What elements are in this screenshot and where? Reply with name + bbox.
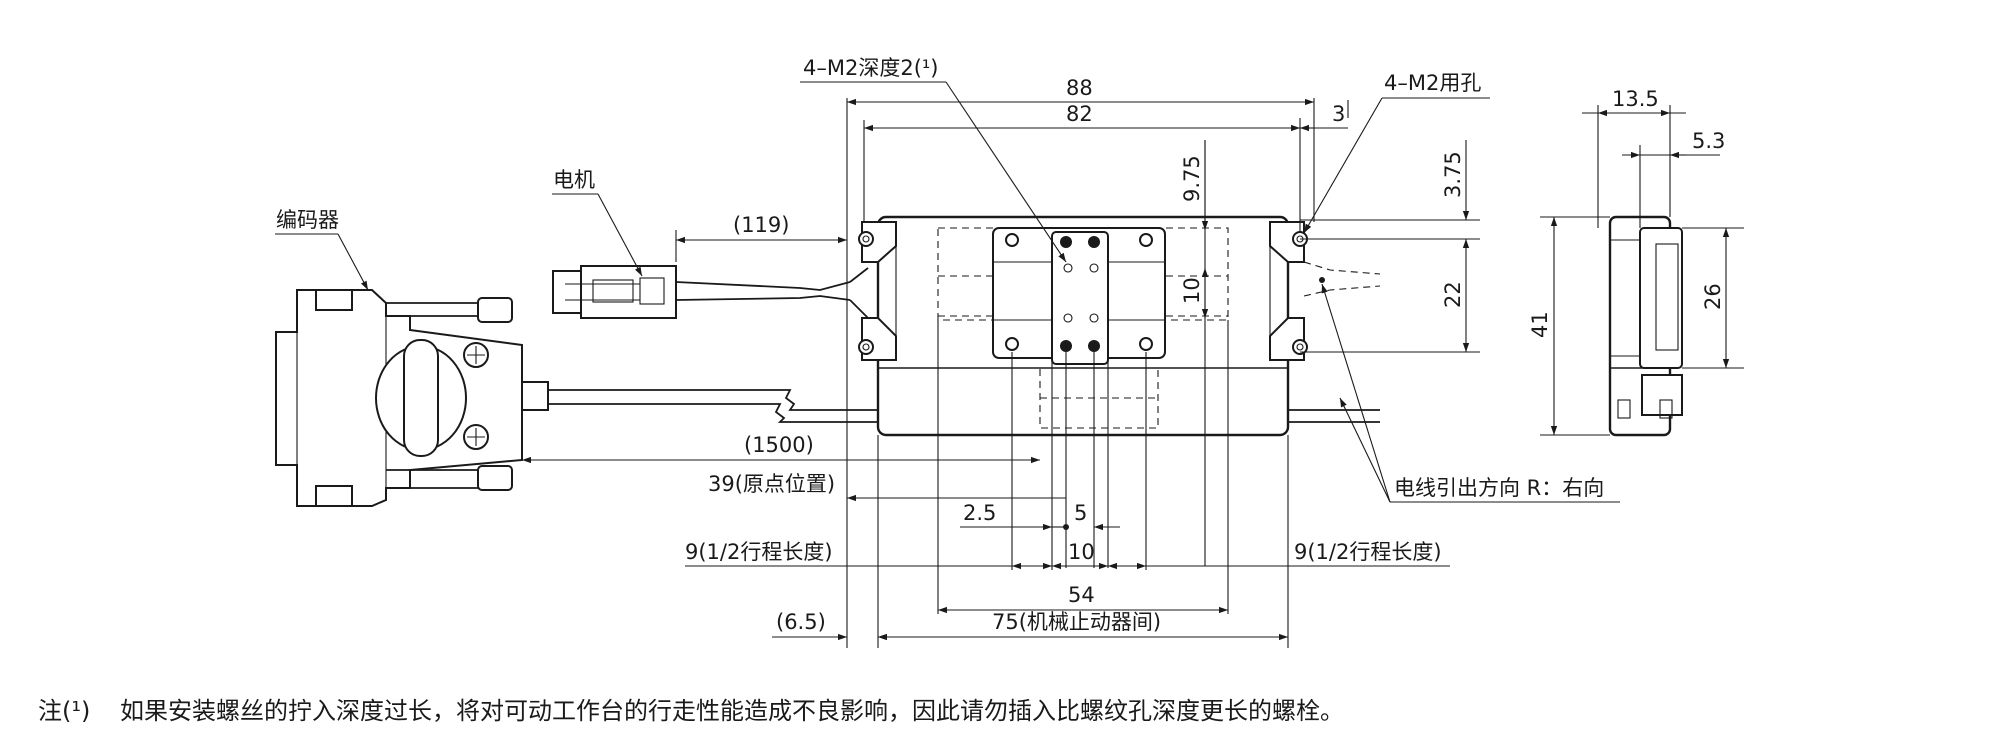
stage-right-cable [1303, 261, 1381, 297]
footnote: 注(¹) 如果安装螺丝的拧入深度过长，将对可动工作台的行走性能造成不良影响，因此… [38, 697, 1344, 725]
tapped-holes-label: 4–M2深度2(¹) [803, 56, 939, 80]
dim-length-88: 88 [1066, 76, 1093, 100]
dim-cable-encoder: (1500) [744, 433, 814, 457]
dim-half-stroke-left: 9(1/2行程长度) [685, 540, 833, 564]
motor-label: 电机 [553, 168, 595, 192]
dim-side-13-5: 13.5 [1612, 87, 1659, 111]
motor-connector [552, 265, 677, 319]
dimension-lines [522, 98, 1730, 641]
encoder-label: 编码器 [276, 208, 339, 232]
dim-offset-2-5: 2.5 [963, 501, 996, 525]
dim-origin-39: 39(原点位置) [708, 472, 835, 496]
dimension-labels: (119) (1500) 88 82 3 9.75 10 3.75 22 41 … [685, 76, 1725, 634]
dim-offset-5: 5 [1074, 501, 1087, 525]
dim-offset-6-5: (6.5) [776, 610, 826, 634]
dim-edge-3-75: 3.75 [1441, 151, 1465, 198]
dim-stopper-75: 75(机械止动器间) [992, 610, 1161, 634]
footnote-text: 如果安装螺丝的拧入深度过长，将对可动工作台的行走性能造成不良影响，因此请勿插入比… [120, 697, 1344, 725]
dim-pitch-22: 22 [1441, 281, 1465, 308]
dim-span-54: 54 [1068, 583, 1095, 607]
leader-lines [275, 81, 1620, 503]
dim-hole-10: 10 [1180, 277, 1204, 304]
callout-labels: 编码器 电机 4–M2深度2(¹) 4–M2用孔 电线引出方向 R：右向 [276, 56, 1604, 500]
dim-side-26: 26 [1701, 283, 1725, 310]
footnote-marker: 注(¹) [38, 697, 90, 725]
dim-side-5-3: 5.3 [1692, 129, 1725, 153]
cable-direction-label: 电线引出方向 R：右向 [1394, 476, 1604, 500]
encoder-connector [275, 289, 549, 507]
motor-wires [675, 267, 869, 319]
moving-table [992, 227, 1166, 365]
dim-hole-9-75: 9.75 [1180, 155, 1204, 202]
dim-height-41: 41 [1528, 311, 1552, 338]
encoder-wires [386, 297, 513, 491]
through-holes-label: 4–M2用孔 [1384, 71, 1481, 95]
dim-pitch-10: 10 [1068, 540, 1095, 564]
dim-length-82: 82 [1066, 102, 1093, 126]
dim-cable-motor: (119) [733, 213, 789, 237]
dim-edge-3: 3 [1332, 102, 1345, 126]
stage-side-view [1608, 215, 1683, 437]
dim-half-stroke-right: 9(1/2行程长度) [1294, 540, 1442, 564]
